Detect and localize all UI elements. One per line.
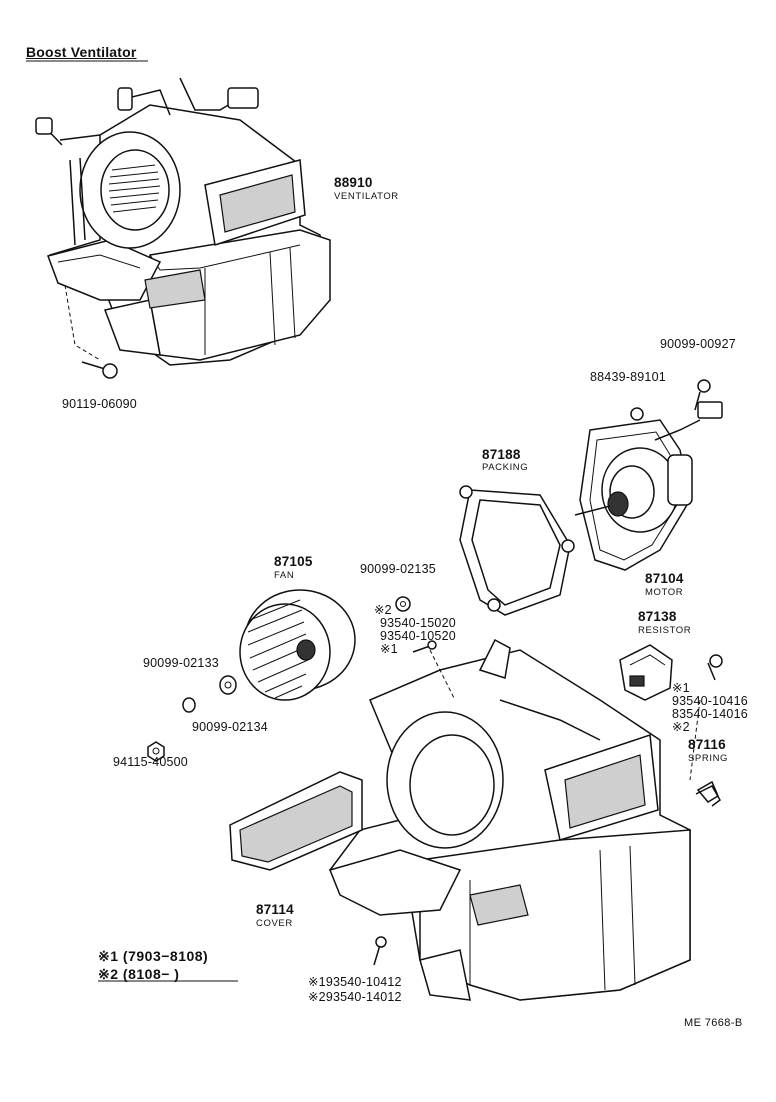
part-number-screw-upper: 90119-06090	[62, 397, 137, 411]
part-number-fan: 87105	[274, 554, 313, 569]
part-number-nut: 94115-40500	[113, 755, 188, 769]
part-number-ventilator: 88910	[334, 175, 373, 190]
motor-drawing	[574, 379, 723, 571]
legend-range-1: (7903−8108)	[122, 948, 209, 964]
part-number-screw-10520: 93540-10520	[380, 629, 456, 643]
part-number-screw-14012: ※293540-14012	[308, 990, 402, 1004]
part-number-screw-15020: 93540-15020	[380, 616, 456, 630]
part-number-screw-10412: ※193540-10412	[308, 975, 402, 989]
part-number-washer-2133: 90099-02133	[143, 656, 219, 670]
part-number-screw-10416: 93540-10416	[672, 694, 748, 708]
part-number-resistor: 87138	[638, 609, 677, 624]
page-title: Boost Ventilator	[26, 44, 137, 60]
housing-exploded-drawing	[328, 638, 701, 1001]
part-number-screw-14016: 83540-14016	[672, 707, 748, 721]
mark-screw-15020: ※2	[374, 603, 392, 617]
part-name-ventilator: VENTILATOR	[334, 191, 399, 202]
part-number-motor: 87104	[645, 571, 684, 586]
figure-code: ME 7668-B	[684, 1017, 743, 1029]
spring-drawing	[695, 785, 721, 807]
mark-screw-10416: ※1	[672, 681, 690, 695]
ventilator-assembly-drawing	[35, 77, 331, 379]
part-number-packing: 87188	[482, 447, 521, 462]
mark-screw-14016: ※2	[672, 720, 690, 734]
part-name-spring: SPRING	[688, 753, 729, 764]
cover-drawing	[229, 771, 363, 871]
legend-mark-1: ※1	[98, 948, 119, 964]
legend-row-1: ※1 (7903−8108)	[98, 948, 208, 965]
part-number-spring: 87116	[688, 737, 726, 752]
part-number-grommet: 88439-89101	[590, 370, 666, 384]
legend-mark-2: ※2	[98, 966, 119, 982]
fan-drawing	[239, 589, 356, 701]
part-name-fan: FAN	[274, 570, 295, 581]
part-name-packing: PACKING	[482, 462, 529, 473]
mark-screw-10520: ※1	[380, 642, 398, 656]
part-number-washer-2134: 90099-02134	[192, 720, 268, 734]
legend-range-2: (8108− )	[122, 966, 180, 982]
legend-row-2: ※2 (8108− )	[98, 966, 179, 983]
part-name-motor: MOTOR	[645, 587, 684, 598]
part-name-cover: COVER	[256, 918, 293, 929]
resistor-drawing	[619, 644, 673, 701]
part-number-washer-2135: 90099-02135	[360, 562, 436, 576]
part-name-resistor: RESISTOR	[638, 625, 692, 636]
part-number-screw-motor: 90099-00927	[660, 337, 736, 351]
part-number-cover: 87114	[256, 902, 294, 917]
packing-drawing	[459, 485, 575, 616]
